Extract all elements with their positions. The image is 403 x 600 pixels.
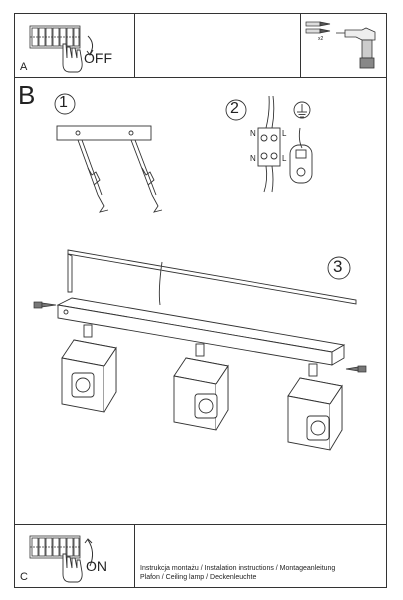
arrow-up-icon	[87, 539, 94, 567]
panel-a-off-label: OFF	[84, 50, 112, 66]
section-c-divider	[14, 524, 387, 525]
step1-circle	[54, 93, 76, 115]
wire-l-top: L	[282, 129, 287, 138]
screw-icon-right	[345, 365, 367, 373]
step1-ceiling-plate	[56, 125, 152, 141]
wire-n-top: N	[250, 129, 256, 138]
section-b-letter: B	[18, 80, 36, 110]
ground-icon	[289, 101, 313, 184]
panel-a-letter: A	[20, 61, 28, 73]
connector-block-icon	[257, 95, 281, 193]
step3-circle	[327, 256, 351, 280]
spotlight-left	[61, 324, 117, 413]
section-b-divider	[14, 77, 387, 78]
screw-icon	[305, 21, 331, 34]
lamp-bar	[56, 297, 346, 366]
breaker-switch-icon-c	[29, 535, 81, 559]
step3-number: 3	[333, 257, 343, 276]
arrow-down-icon	[87, 35, 94, 55]
mounting-bracket	[67, 249, 357, 306]
drill-icon	[336, 27, 376, 69]
wire-l-bottom: L	[282, 154, 287, 163]
wall-anchor-icon	[77, 139, 163, 213]
hand-icon-c	[62, 553, 83, 583]
screw-icon-left	[33, 301, 57, 309]
step1-number: 1	[59, 94, 68, 111]
spotlight-middle	[173, 343, 229, 431]
panel-c-letter: C	[20, 571, 28, 583]
screw-count: x2	[318, 36, 324, 42]
step2-number: 2	[230, 100, 239, 117]
spotlight-right	[287, 363, 343, 451]
hand-icon	[62, 43, 83, 73]
footer-title-line2: Plafon / Ceiling lamp / Deckenleuchte	[140, 574, 257, 581]
page-frame	[14, 13, 387, 588]
panel-c-on-label: ON	[86, 558, 107, 574]
footer-title-line1: Instrukcja montażu / Instalation instruc…	[140, 565, 336, 572]
breaker-switch-icon	[29, 25, 81, 49]
step2-circle	[225, 99, 247, 121]
wire-n-bottom: N	[250, 154, 256, 163]
